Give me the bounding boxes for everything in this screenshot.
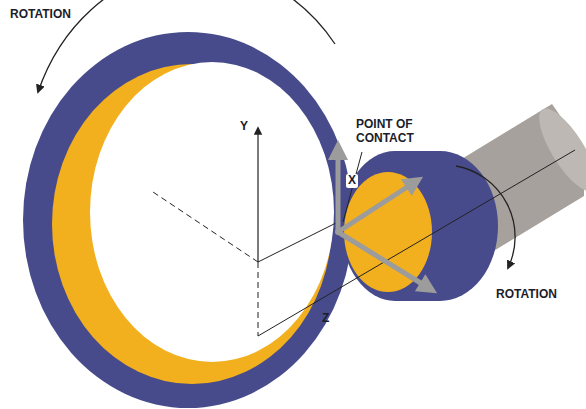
rotation-label: ROTATION (10, 8, 71, 22)
radius-line (258, 222, 338, 262)
callout-label: POINT OF CONTACT (356, 118, 434, 146)
roller-front (341, 151, 449, 301)
contact-vector (336, 146, 341, 232)
rotation-arrow (456, 166, 515, 268)
shaft-end (529, 101, 586, 199)
axis-label: X (346, 174, 358, 188)
axis-label: Y (240, 120, 248, 134)
contact-vector (338, 180, 418, 232)
leader-line (343, 152, 362, 222)
ring-outer (23, 32, 353, 408)
rotation-label: ROTATION (496, 288, 557, 302)
axis-dashed (258, 262, 259, 336)
axis-label: Z (322, 312, 329, 326)
y-axis (257, 128, 258, 262)
contact-point (335, 229, 341, 235)
contact-vector (338, 232, 432, 290)
roller-face (344, 172, 432, 292)
axis-dashed (150, 190, 258, 262)
ring-hole (90, 62, 334, 362)
rotation-arrow (38, 0, 335, 92)
roller-axis (258, 150, 575, 336)
